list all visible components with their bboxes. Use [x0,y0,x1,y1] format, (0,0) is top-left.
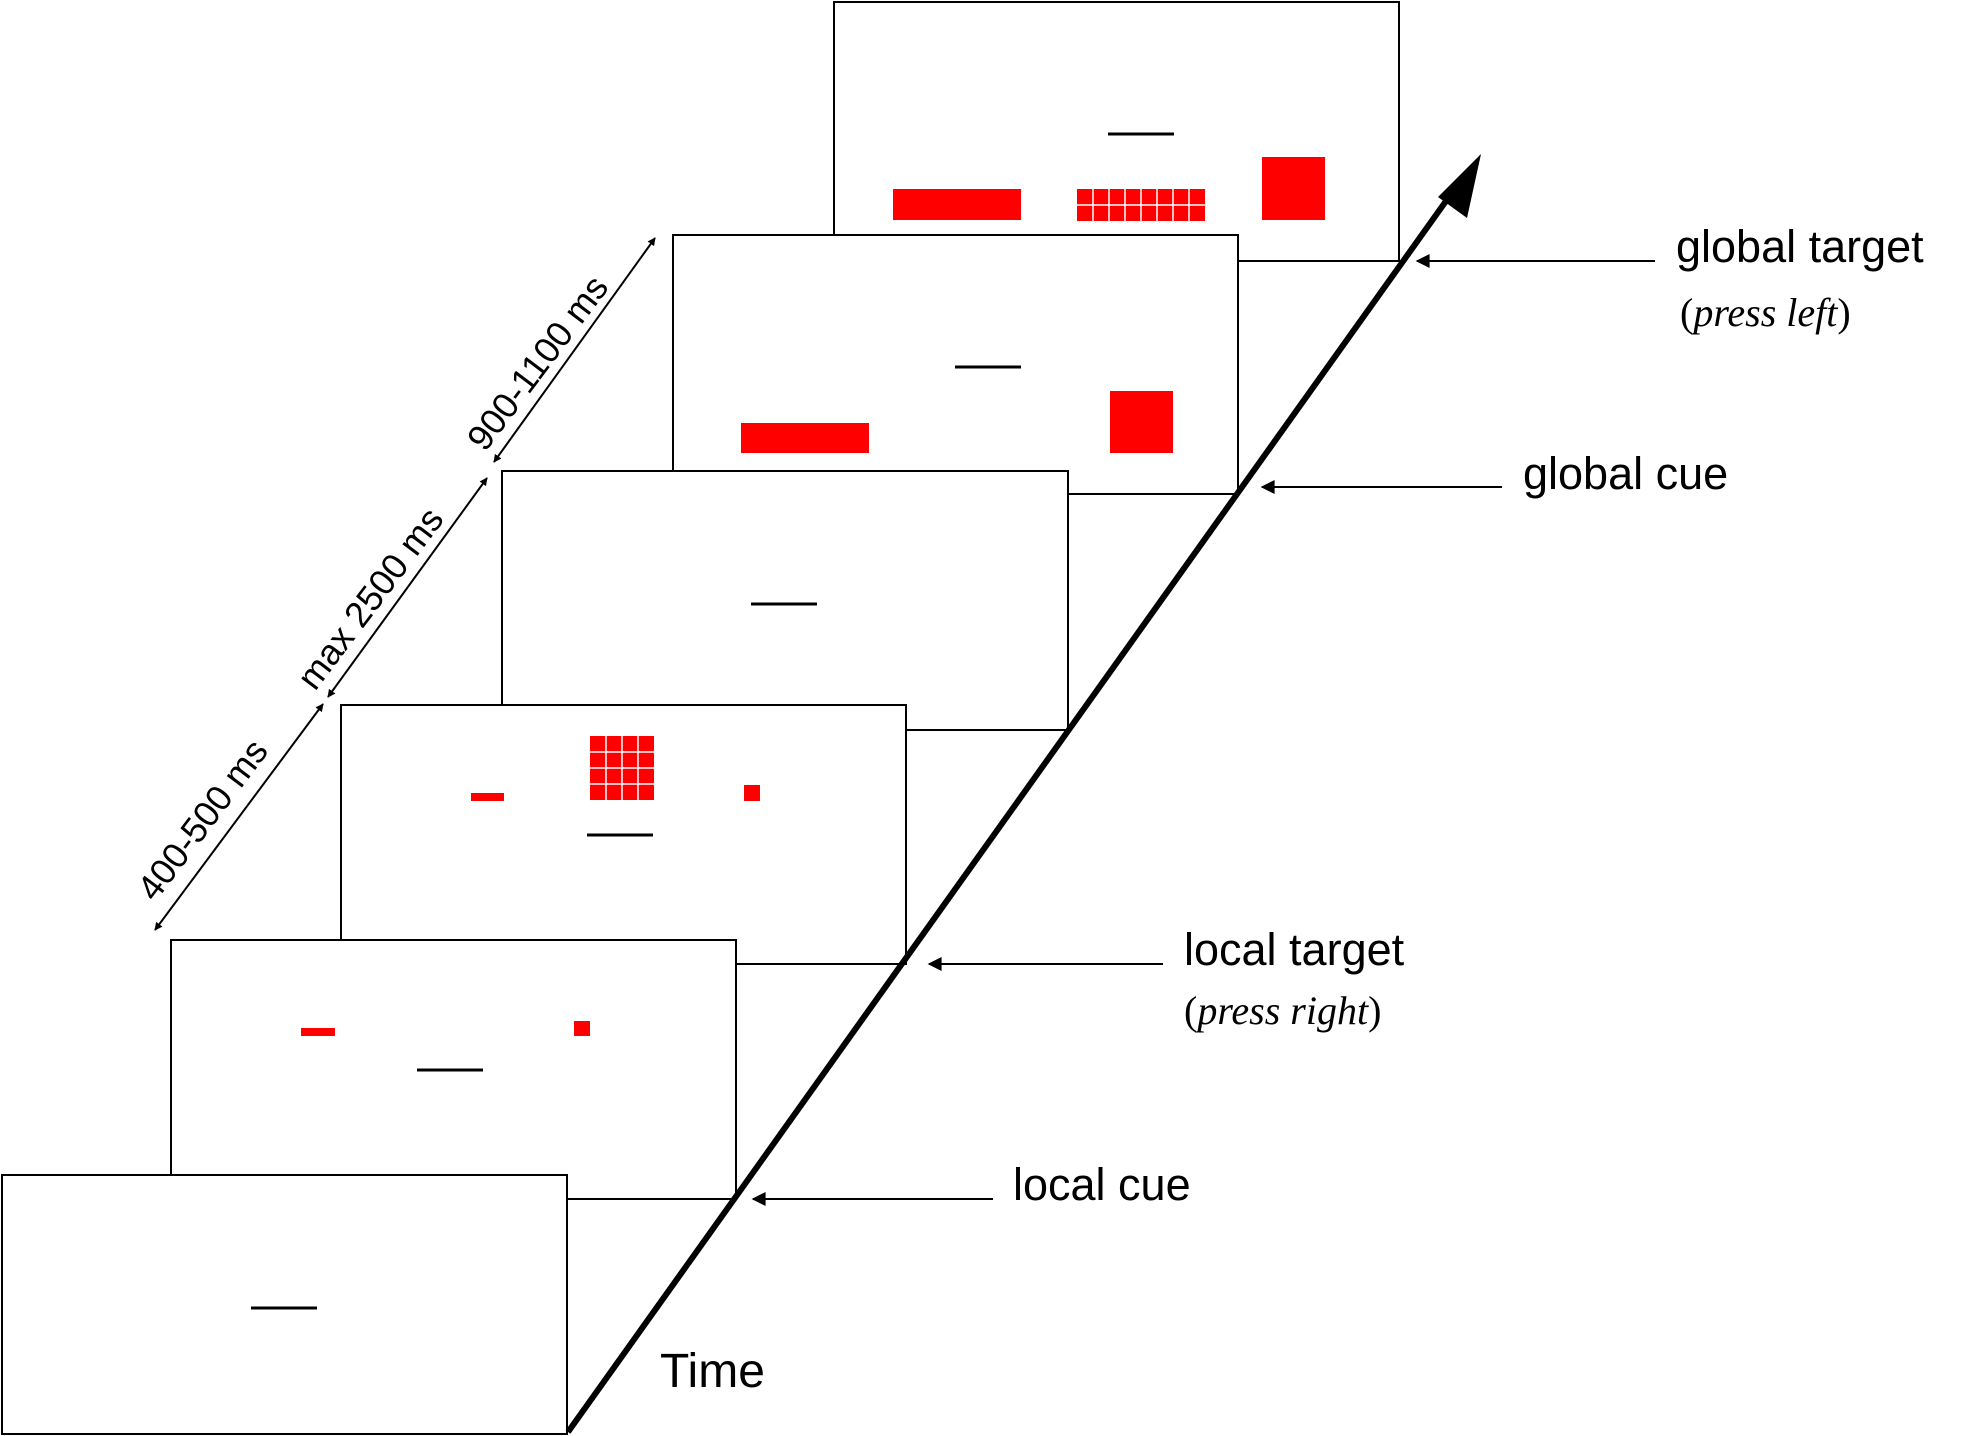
duration-label-response-window: max 2500 ms [289,500,452,697]
frame-fixation-2 [501,470,1069,731]
stimulus-square [1110,391,1173,453]
frame-fixation-1 [1,1174,568,1435]
local-target-response: (press right) [1184,988,1381,1033]
frame-local-cue [170,939,737,1200]
frame-local-target [340,704,907,965]
global-target-label: global target [1676,221,1924,272]
duration-bracket-response-window [327,477,488,698]
frame-global-target [833,1,1400,262]
stimulus-rectangle [893,189,1021,220]
stimulus-grid [1077,189,1205,221]
duration-label-inter-trial: 900-1100 ms [459,267,617,457]
stimulus-small-bar [301,1028,335,1036]
stimulus-grid [590,736,654,800]
frame-global-cue [672,234,1239,495]
local-target-label: local target [1184,924,1405,975]
duration-label-cue-target: 400-500 ms [129,731,276,908]
duration-bracket-cue-target [154,703,324,931]
time-axis-arrowhead [1438,154,1481,218]
stimulus-rectangle [741,423,869,453]
stimulus-small-square [744,785,760,801]
time-axis-label: Time [660,1345,765,1398]
stimulus-small-square [574,1021,590,1036]
global-cue-label: global cue [1523,448,1728,499]
time-axis-arrow [565,178,1464,1434]
stimulus-square [1262,157,1325,220]
local-cue-label: local cue [1013,1159,1191,1210]
duration-bracket-inter-trial [493,237,656,463]
stimulus-small-bar [471,793,504,801]
global-target-response: (press left) [1680,290,1851,335]
